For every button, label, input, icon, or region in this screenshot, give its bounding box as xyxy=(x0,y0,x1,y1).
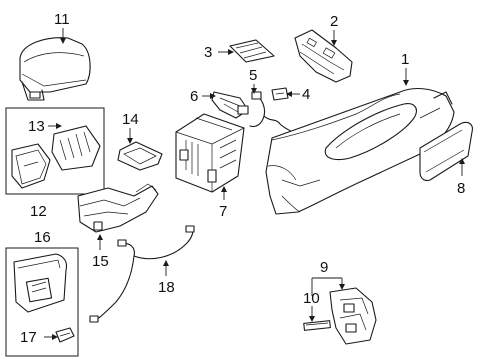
part-cup-holder-module xyxy=(11,143,51,189)
part-cable xyxy=(89,225,195,323)
callout-14: 14 xyxy=(122,111,139,128)
part-switch xyxy=(271,87,289,101)
part-bracket xyxy=(294,29,353,83)
part-cup-holder-insert xyxy=(51,125,101,171)
part-side-cover xyxy=(419,121,473,182)
callout-9: 9 xyxy=(320,259,328,276)
callout-8: 8 xyxy=(457,180,465,197)
callout-16: 16 xyxy=(34,229,51,246)
part-trim-bezel xyxy=(117,141,163,171)
callout-11: 11 xyxy=(54,11,70,28)
callout-15: 15 xyxy=(92,253,109,270)
callout-13: 13 xyxy=(28,118,45,135)
callout-5: 5 xyxy=(249,67,257,84)
part-fastener xyxy=(303,320,331,331)
callout-6: 6 xyxy=(190,88,198,105)
callout-3: 3 xyxy=(204,44,212,61)
callout-12: 12 xyxy=(30,203,47,220)
callout-7: 7 xyxy=(219,203,227,220)
part-switch-panel xyxy=(13,253,68,313)
part-armrest-lid xyxy=(19,37,91,101)
callout-17: 17 xyxy=(20,329,37,346)
switch-panel-box xyxy=(5,247,79,357)
part-pad xyxy=(229,39,275,63)
subassembly-box xyxy=(5,107,105,195)
part-connector xyxy=(211,91,249,119)
callout-2: 2 xyxy=(330,13,338,30)
part-switch-knob xyxy=(55,327,75,343)
part-air-duct xyxy=(77,183,159,233)
callout-18: 18 xyxy=(158,279,175,296)
part-storage-box xyxy=(175,113,245,193)
part-shifter-bracket xyxy=(329,287,377,345)
callout-10: 10 xyxy=(303,290,320,307)
callout-4: 4 xyxy=(302,86,310,103)
callout-1: 1 xyxy=(401,51,409,68)
